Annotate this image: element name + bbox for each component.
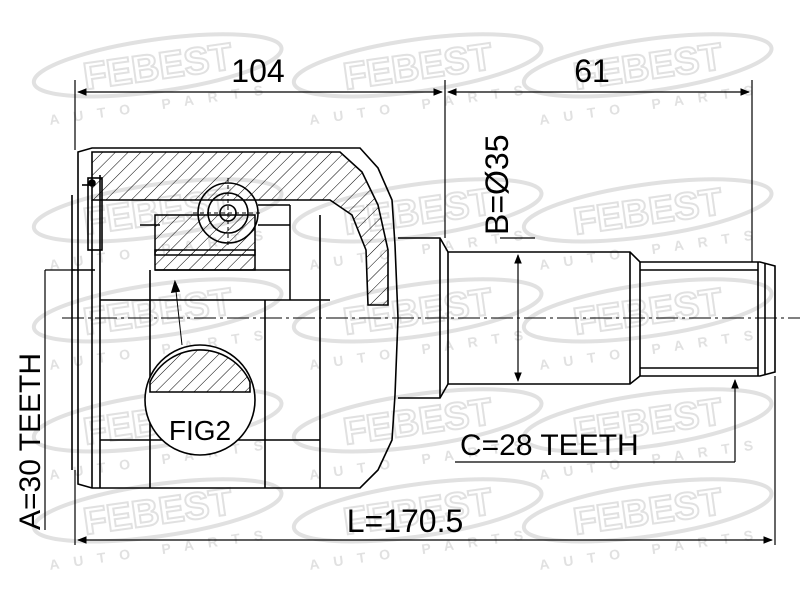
fig2-detail [144,279,256,456]
dim-a-teeth: A=30 TEETH [14,353,47,530]
dim-61: 61 [574,53,610,89]
ball-icon [193,178,263,248]
left-ring [82,177,103,251]
fig2-label: FIG2 [169,415,231,446]
dim-b-diameter: B=Ø35 [479,134,515,235]
housing [71,147,399,489]
dim-104: 104 [231,53,284,89]
inner-race [140,204,291,300]
dim-c-teeth: C=28 TEETH [460,429,639,462]
dimension-lines [44,80,776,545]
dim-total-length: L=170.5 [347,503,464,539]
shaft [398,237,776,399]
